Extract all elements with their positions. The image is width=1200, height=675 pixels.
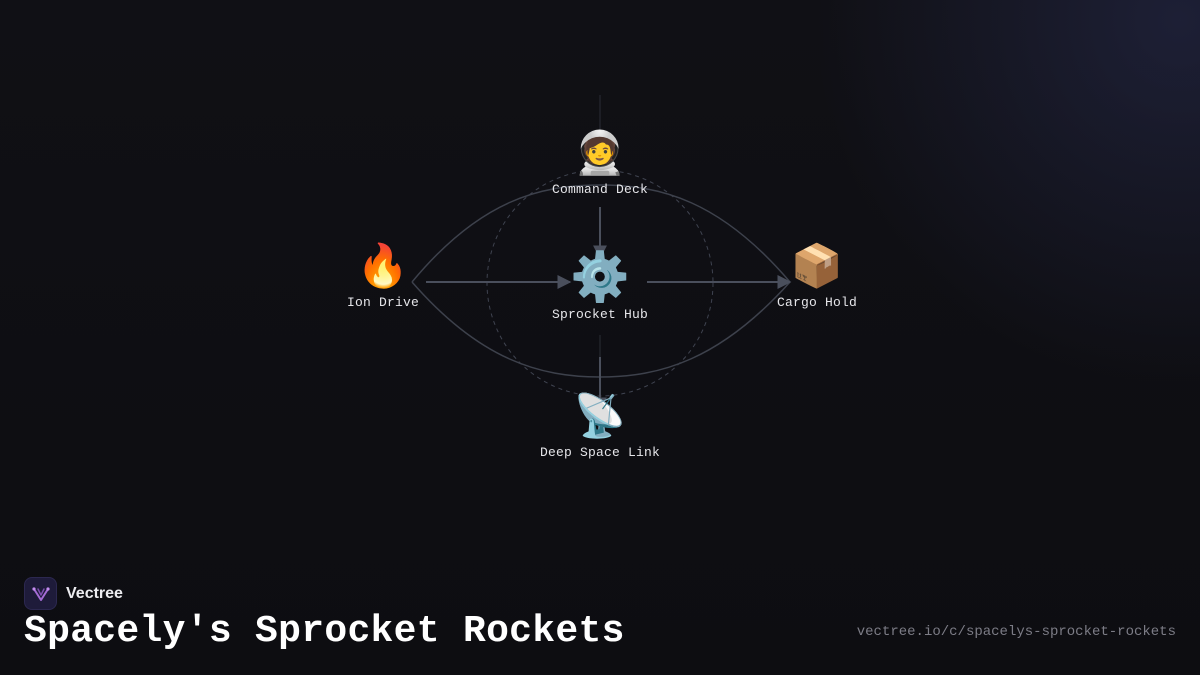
satellite-dish-icon: 📡 [573,391,627,440]
astronaut-icon: 🧑‍🚀 [573,128,627,177]
page-url[interactable]: vectree.io/c/spacelys-sprocket-rockets [856,624,1176,640]
brand[interactable]: Vectree [24,577,123,610]
package-icon: 📦 [790,241,844,290]
node-label: Deep Space Link [539,445,661,460]
node-ion-drive[interactable]: 🔥 Ion Drive [346,241,420,311]
node-label: Cargo Hold [776,295,858,310]
node-label: Sprocket Hub [551,307,649,322]
vectree-logo-icon [24,577,57,610]
fire-icon: 🔥 [356,241,410,290]
node-label: Ion Drive [346,295,420,310]
node-deep-space-link[interactable]: 📡 Deep Space Link [539,391,661,461]
node-sprocket-hub[interactable]: ⚙️ Sprocket Hub [552,251,648,322]
gear-icon: ⚙️ [570,249,630,305]
page-title: Spacely's Sprocket Rockets [24,610,625,653]
edge-ion-drive-cargo-hold-upper [411,184,791,283]
node-cargo-hold[interactable]: 📦 Cargo Hold [776,241,858,311]
node-label: Command Deck [551,182,649,197]
node-command-deck[interactable]: 🧑‍🚀 Command Deck [551,128,649,198]
brand-name: Vectree [66,584,123,602]
